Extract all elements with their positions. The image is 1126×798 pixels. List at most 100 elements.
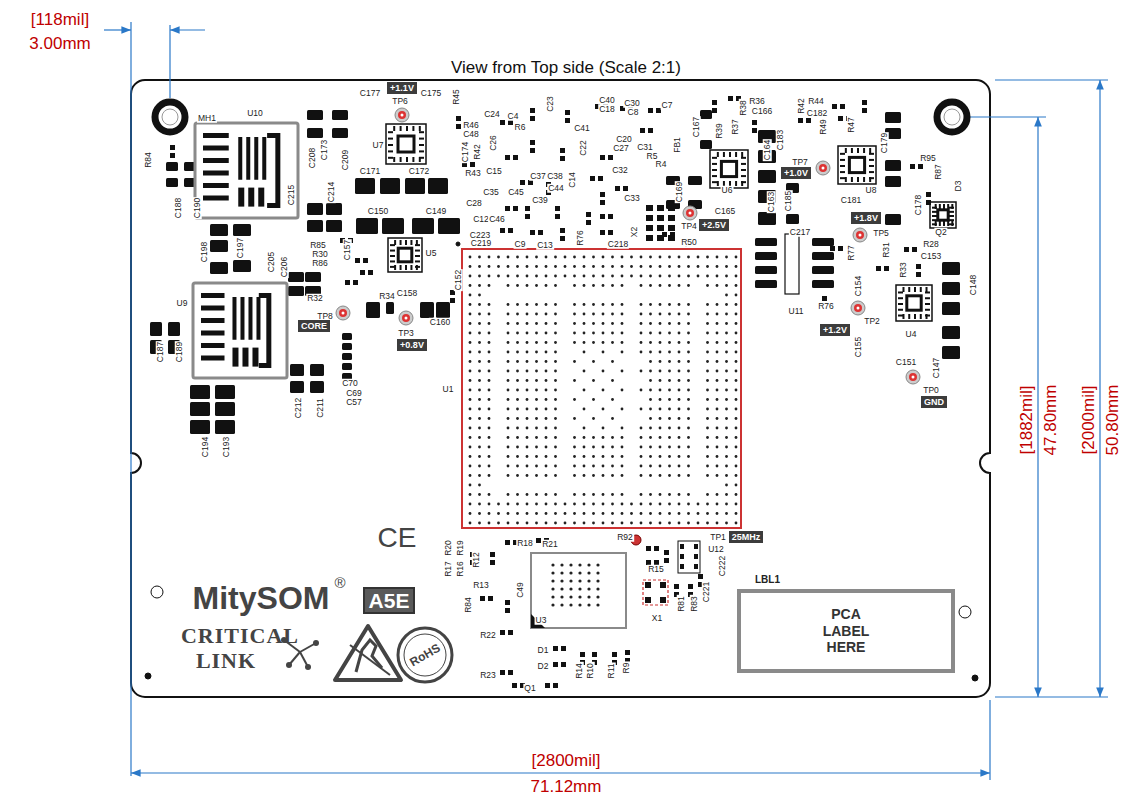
bga-ball: [687, 332, 690, 335]
pad: [393, 157, 395, 162]
refdes-label: C193: [222, 436, 231, 458]
pad: [242, 348, 248, 367]
refdes-label: U11: [788, 307, 805, 316]
bga-ball: [488, 436, 491, 439]
pad: [508, 120, 513, 125]
bga-ball: [497, 265, 500, 268]
refdes-label: TP0: [922, 386, 940, 395]
refdes-label: TP1: [709, 533, 727, 542]
bga-ball: [554, 284, 557, 287]
bga-ball: [687, 465, 690, 468]
bga-ball: [545, 265, 548, 268]
bga-ball: [554, 408, 557, 411]
refdes-label: R28: [922, 240, 940, 249]
pad: [862, 100, 867, 105]
bga-ball: [535, 503, 538, 506]
bga-ball: [678, 360, 681, 363]
bga-ball: [507, 360, 510, 363]
bga-ball: [611, 256, 614, 259]
logos: [281, 626, 452, 682]
voltage-badge: +0.8V: [397, 339, 427, 351]
bga-ball: [640, 284, 643, 287]
bga-ball: [516, 275, 519, 278]
oscillator-footprint: [678, 541, 700, 573]
bga-ball: [516, 474, 519, 477]
bga-outline: [462, 249, 741, 528]
bga-ball: [659, 322, 662, 325]
bga-ball: [507, 379, 510, 382]
chip-part: [565, 110, 570, 123]
pad: [600, 214, 605, 219]
chip-part: [862, 100, 867, 113]
bga-ball: [478, 389, 481, 392]
bga-ball: [716, 341, 719, 344]
bga-ball: [516, 379, 519, 382]
bga-ball: [545, 446, 548, 449]
test-point-pad: [909, 373, 917, 381]
refdes-label: C33: [623, 194, 641, 203]
pad: [201, 318, 225, 323]
refdes-label: R14: [575, 662, 584, 680]
pad: [203, 133, 229, 138]
bga-ball: [725, 503, 728, 506]
bga-ball: [678, 332, 681, 335]
pad: [932, 211, 937, 213]
pad: [712, 100, 717, 105]
bga-ball: [687, 474, 690, 477]
pad: [290, 364, 304, 376]
pad: [232, 297, 236, 340]
bga-ball: [649, 379, 652, 382]
pad: [561, 646, 566, 651]
bga-ball: [716, 256, 719, 259]
pad: [876, 266, 881, 271]
pad: [356, 218, 378, 234]
refdes-label: C35: [482, 188, 500, 197]
refdes-label: R23: [479, 671, 497, 680]
bga-ball: [554, 427, 557, 430]
refdes-label: C20: [615, 135, 633, 144]
dimension-line: [995, 79, 1108, 80]
pad: [729, 152, 731, 157]
pad: [694, 554, 698, 559]
pad: [332, 128, 348, 138]
bga-ball: [573, 313, 576, 316]
bga-ball: [564, 512, 567, 515]
pad: [390, 260, 395, 262]
test-point: [816, 161, 830, 175]
bga-ball: [602, 474, 605, 477]
pad: [712, 169, 717, 171]
pad: [310, 364, 324, 376]
bga-ball: [649, 370, 652, 373]
bga-ball: [535, 265, 538, 268]
bga-ball: [687, 522, 690, 525]
pad: [869, 165, 874, 167]
pad: [390, 266, 395, 268]
bga-ball: [640, 493, 643, 496]
dimension-line: [169, 25, 170, 98]
pad: [412, 126, 414, 131]
logo-text: CRITICAL: [181, 625, 299, 647]
bga-ball: [602, 256, 605, 259]
pad: [388, 138, 393, 140]
bga-ball: [706, 265, 709, 268]
pad: [505, 155, 510, 160]
refdes-label: C15: [485, 167, 503, 176]
bga-ball: [640, 303, 643, 306]
bga-ball: [478, 332, 481, 335]
pad: [490, 552, 495, 557]
bga-ball: [649, 446, 652, 449]
bga-ball: [725, 408, 728, 411]
bga-ball: [640, 370, 643, 373]
bga-ball: [602, 408, 605, 411]
bga-ball: [640, 332, 643, 335]
pad: [694, 564, 698, 569]
pad: [166, 178, 178, 187]
refdes-label: R47: [847, 116, 856, 134]
test-point: [399, 311, 413, 325]
pad: [406, 126, 408, 131]
pad: [470, 162, 475, 167]
pad: [598, 176, 603, 181]
pad: [832, 104, 837, 109]
pad: [648, 108, 653, 113]
bga-ball: [668, 522, 671, 525]
